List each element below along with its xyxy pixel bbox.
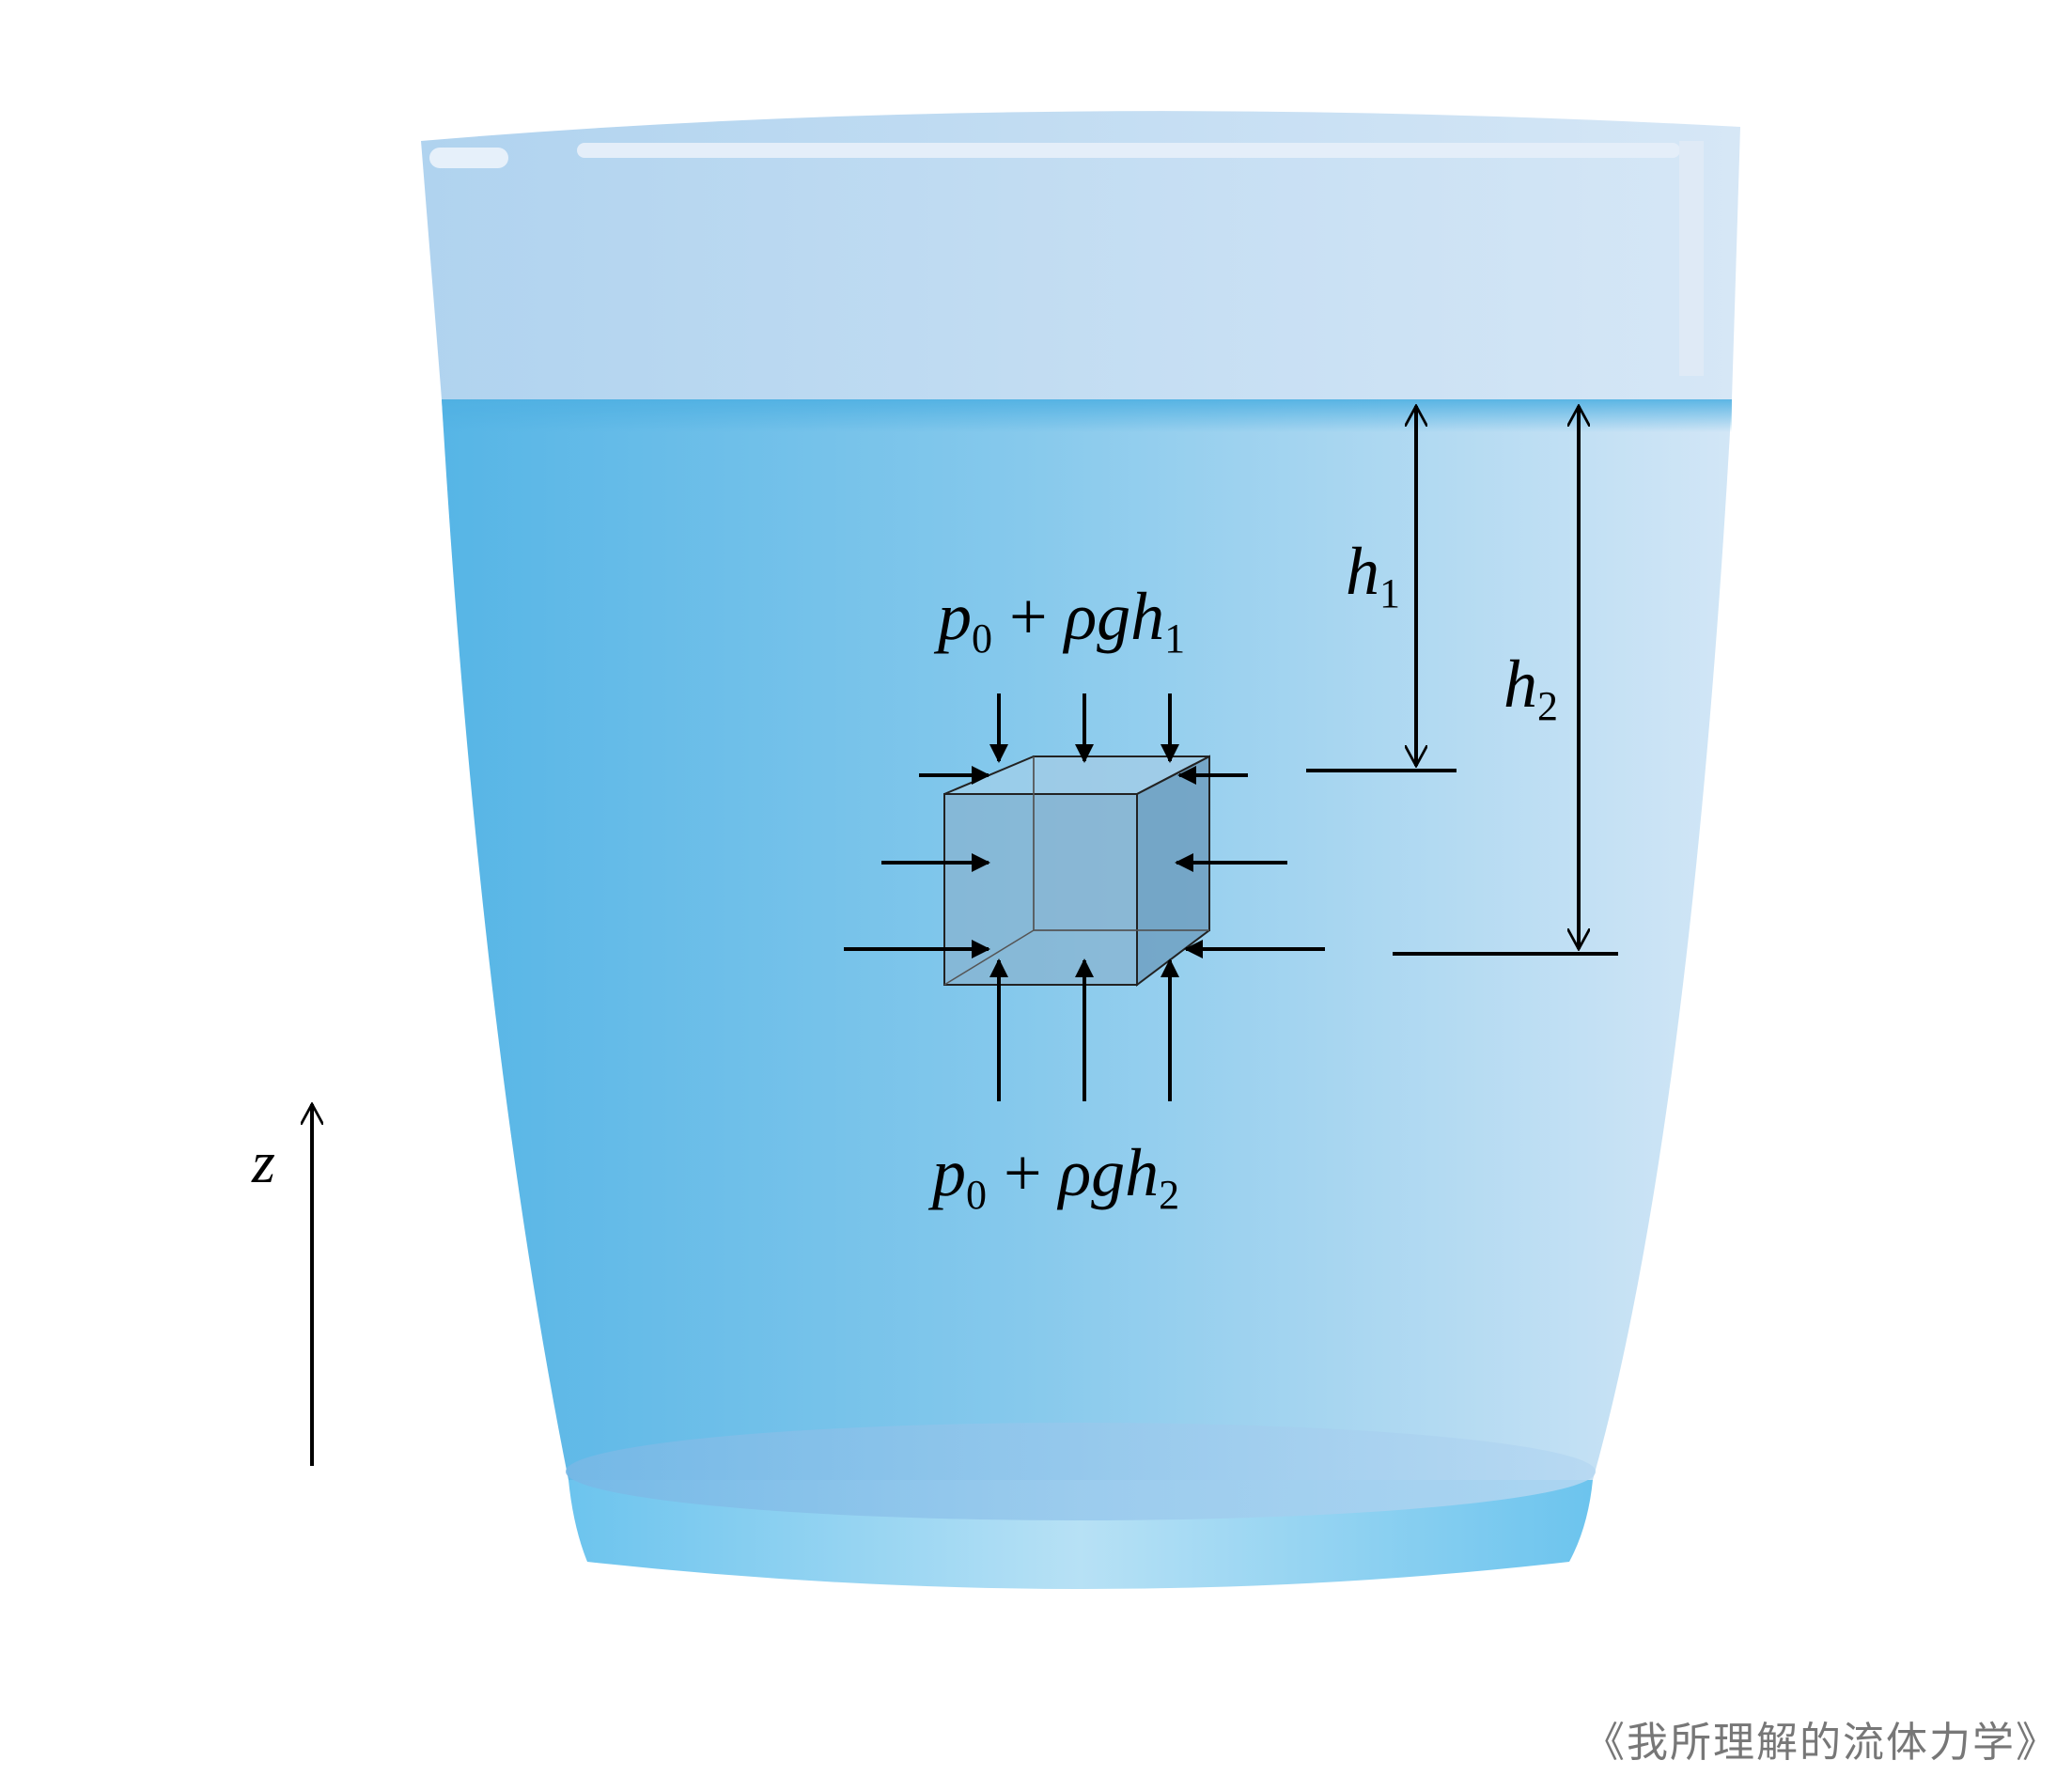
book-caption: 《我所理解的流体力学》 — [1583, 1719, 2059, 1767]
glass-upper — [421, 111, 1740, 399]
svg-text:p0+ρgh2: p0+ρgh2 — [927, 1135, 1179, 1218]
depth-h2-label: h2 — [1503, 647, 1558, 729]
depth-h1-label: h1 — [1346, 534, 1400, 616]
svg-text:p0+ρgh1: p0+ρgh1 — [933, 579, 1185, 662]
glass-bottom — [566, 1423, 1596, 1520]
depth-dimensions — [1306, 406, 1618, 956]
z-axis: z — [251, 1104, 312, 1466]
pressure-arrows — [844, 693, 1325, 1101]
water-surface — [442, 399, 1732, 432]
z-axis-label: z — [251, 1129, 275, 1195]
cube-front-face — [943, 793, 1138, 986]
fluid-cube — [943, 755, 1210, 988]
top-pressure-label: p0+ρgh1 — [933, 579, 1185, 662]
bottom-pressure-label: p0+ρgh2 — [927, 1135, 1179, 1218]
